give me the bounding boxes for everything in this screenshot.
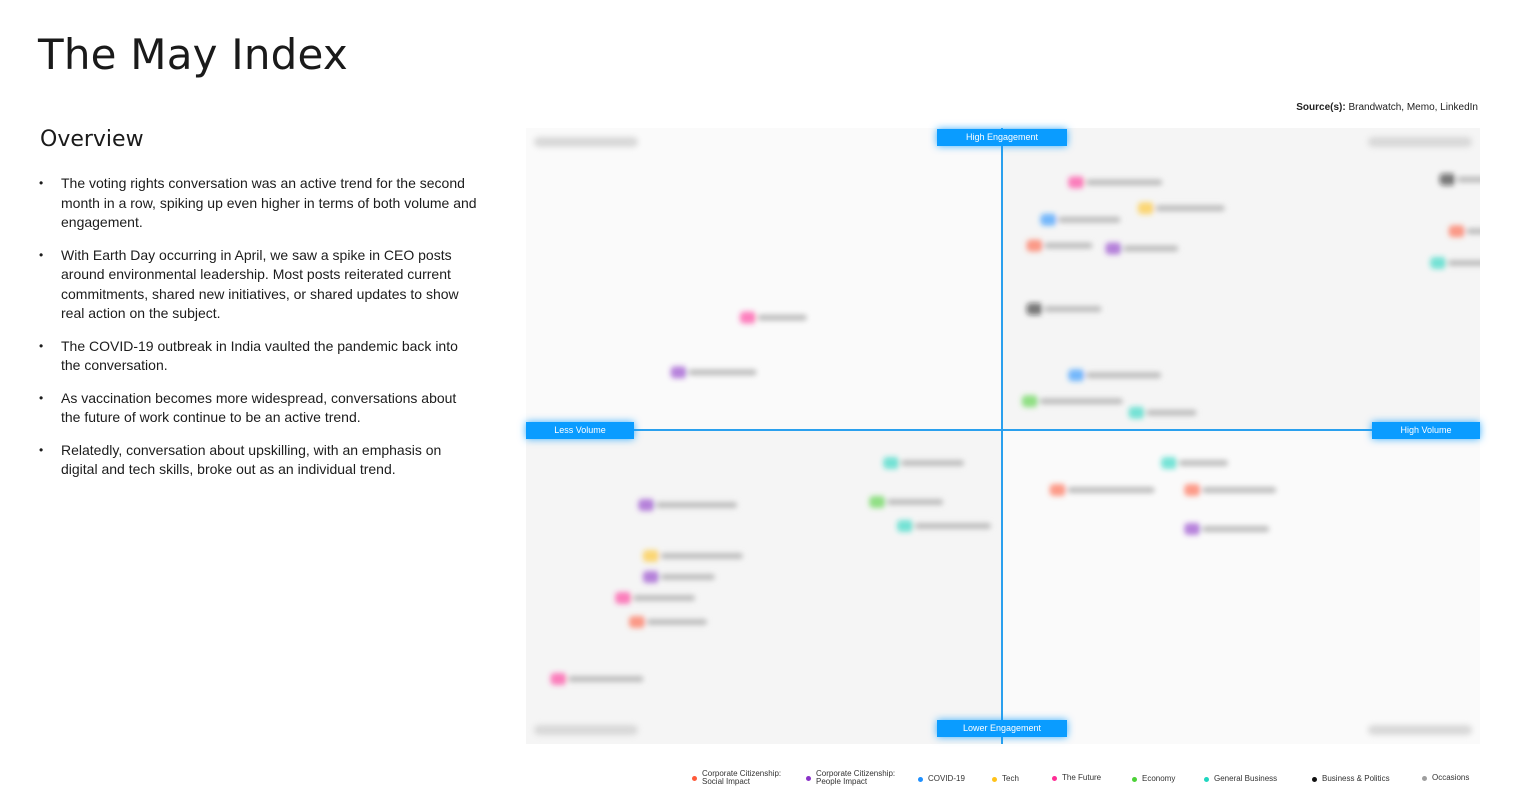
legend-item: General Business	[1204, 775, 1277, 783]
legend-dot	[1132, 776, 1137, 782]
legend-label: Corporate Citizenship:Social Impact	[702, 769, 782, 786]
scatter-point	[638, 499, 738, 511]
overview-bullet: As vaccination becomes more widespread, …	[38, 389, 478, 428]
scatter-point	[550, 673, 644, 685]
scatter-point	[1040, 213, 1121, 226]
quadrant-bottom-left	[526, 430, 1002, 744]
scatter-point	[739, 311, 807, 324]
axis-label-lower-engagement: Lower Engagement	[937, 720, 1067, 737]
scatter-point	[1128, 406, 1197, 419]
scatter-point	[1068, 369, 1162, 382]
overview-bullet: The voting rights conversation was an ac…	[38, 174, 478, 233]
legend-item: The Future	[1052, 774, 1101, 782]
corner-label-top-right	[1368, 137, 1472, 147]
scatter-point	[1068, 176, 1163, 189]
corner-label-bottom-left	[534, 725, 638, 735]
scatter-point	[1161, 457, 1229, 469]
legend-item: Economy	[1132, 775, 1175, 783]
axis-label-high-volume: High Volume	[1372, 422, 1480, 439]
legend-label: Occasions	[1432, 773, 1470, 782]
legend-dot	[1204, 776, 1209, 782]
legend-item: COVID-19	[918, 775, 965, 783]
scatter-point	[869, 496, 944, 508]
scatter-point	[1026, 239, 1093, 252]
overview-bullet: With Earth Day occurring in April, we sa…	[38, 246, 478, 324]
scatter-point	[1105, 242, 1179, 255]
legend-item: Business & Politics	[1312, 775, 1390, 783]
overview-heading: Overview	[40, 127, 144, 152]
chart-legend: Corporate Citizenship:Social Impact Corp…	[692, 770, 1482, 790]
legend-item: Corporate Citizenship:Social Impact	[692, 770, 781, 786]
source-text: Brandwatch, Memo, LinkedIn	[1345, 102, 1478, 113]
scatter-point	[883, 457, 965, 469]
scatter-point	[615, 592, 696, 604]
scatter-point	[1049, 484, 1155, 496]
scatter-point	[642, 550, 743, 562]
scatter-point	[670, 366, 757, 379]
legend-item: Occasions	[1422, 774, 1469, 782]
scatter-point	[629, 616, 708, 628]
legend-dot	[1052, 775, 1057, 781]
scatter-plot	[550, 173, 1480, 685]
scatter-point	[1137, 202, 1225, 215]
corner-label-bottom-right	[1368, 725, 1472, 735]
legend-dot	[992, 776, 997, 782]
overview-bullet-list: The voting rights conversation was an ac…	[38, 174, 478, 493]
scatter-point	[642, 571, 715, 583]
scatter-point	[1184, 523, 1270, 535]
scatter-point	[1184, 484, 1277, 496]
legend-label: General Business	[1214, 774, 1278, 783]
source-label: Source(s):	[1296, 102, 1346, 113]
quadrant-bottom-right	[1002, 430, 1480, 744]
legend-item: Tech	[992, 775, 1019, 783]
legend-label: Corporate Citizenship:People Impact	[816, 769, 896, 786]
page-title: The May Index	[38, 30, 348, 79]
legend-dot	[1422, 775, 1427, 781]
quadrant-top-left	[526, 128, 1002, 430]
vertical-axis-line	[1001, 128, 1003, 744]
legend-dot	[806, 775, 811, 781]
legend-dot	[692, 775, 697, 781]
scatter-point	[1448, 225, 1480, 238]
quadrant-chart: High Engagement Lower Engagement Less Vo…	[526, 128, 1480, 744]
scatter-point	[1021, 395, 1123, 408]
legend-item: Corporate Citizenship:People Impact	[806, 770, 895, 786]
axis-label-less-volume: Less Volume	[526, 422, 634, 439]
scatter-point	[896, 520, 991, 532]
source-note: Source(s): Brandwatch, Memo, LinkedIn	[1296, 102, 1478, 113]
scatter-point	[1430, 256, 1480, 269]
axis-label-high-engagement: High Engagement	[937, 129, 1067, 146]
legend-label: The Future	[1062, 773, 1102, 782]
legend-label: COVID-19	[928, 774, 965, 783]
legend-dot	[1312, 776, 1317, 782]
scatter-point	[1026, 303, 1102, 316]
legend-label: Economy	[1142, 774, 1176, 783]
scatter-point	[1439, 173, 1480, 186]
horizontal-axis-line	[526, 429, 1480, 431]
overview-bullet: Relatedly, conversation about upskilling…	[38, 441, 478, 480]
legend-dot	[918, 776, 923, 782]
legend-label: Tech	[1002, 774, 1019, 783]
legend-label: Business & Politics	[1322, 774, 1390, 783]
overview-bullet: The COVID-19 outbreak in India vaulted t…	[38, 337, 478, 376]
corner-label-top-left	[534, 137, 638, 147]
